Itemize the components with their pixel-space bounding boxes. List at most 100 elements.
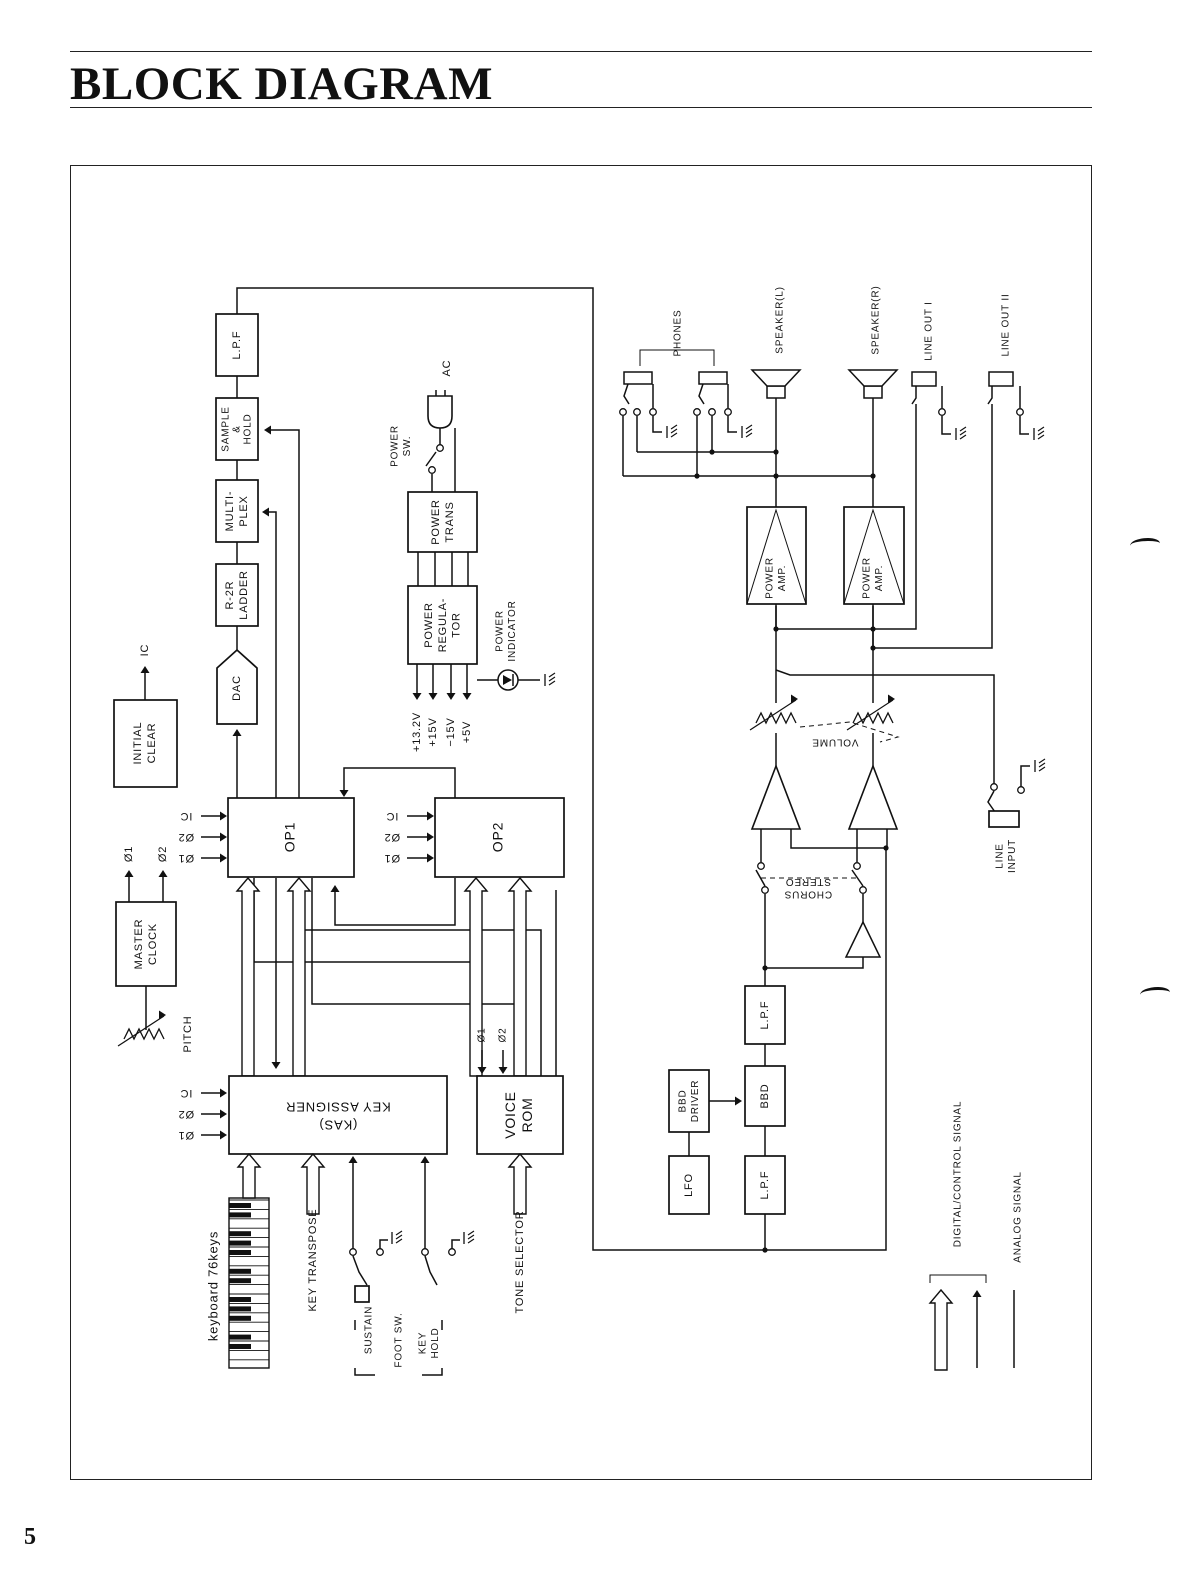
ground-symbol (1037, 430, 1045, 436)
junction-dot (883, 845, 889, 851)
power-switch-label: SW. (402, 436, 413, 457)
signal-wire (1019, 416, 1029, 435)
arrow-head (477, 1067, 487, 1074)
led-diode (503, 675, 512, 685)
volume-label: VOLUME (811, 736, 858, 747)
lfo-label: LFO (683, 1173, 695, 1197)
black-key (229, 1297, 251, 1302)
signal-wire (775, 669, 995, 778)
line-out-1-contact (911, 386, 917, 405)
key-hold-switch (424, 1255, 438, 1286)
ground-symbol (745, 428, 753, 434)
key-hold-label: KEY (417, 1332, 428, 1354)
phones-bracket (639, 349, 715, 366)
terminal-circle (708, 408, 716, 416)
terminal-circle (376, 1248, 384, 1256)
terminal-circle (990, 783, 998, 791)
stereo-chorus-label: STEREO (785, 876, 831, 887)
terminal-circle (1016, 408, 1024, 416)
black-key (229, 1306, 251, 1312)
phones-label: PHONES (673, 309, 684, 356)
power-trans-label: POWER (430, 499, 442, 545)
power-amp-l-symbol (746, 508, 807, 605)
power-amp-l-label: POWER (764, 557, 775, 599)
arrow-head (220, 853, 227, 863)
kas-input-label: Ø2 (178, 1108, 194, 1120)
op1-input-label: IC (180, 810, 193, 822)
black-key (229, 1250, 251, 1255)
op2-label: OP2 (490, 822, 506, 852)
foot-switch-label: FOOT SW. (394, 1312, 405, 1367)
binding-hole-mark (1140, 987, 1170, 1000)
phones-contact (698, 383, 705, 405)
black-key (229, 1212, 251, 1218)
stereo-chorus-label: CHORUS (784, 889, 832, 900)
black-key (229, 1344, 251, 1349)
arrow-head (446, 693, 456, 700)
voltage-label: +15V (427, 717, 439, 746)
arrow-head (339, 790, 349, 797)
volume-r (888, 694, 895, 704)
op2-input-label: Ø1 (384, 852, 400, 864)
legend-digital-bus-arrow (928, 1288, 954, 1371)
dac-block (216, 648, 258, 725)
key-assigner-bus-op1-b (286, 876, 312, 1077)
speaker-l (750, 369, 802, 387)
signal-wire (764, 957, 864, 986)
phones-jack-1 (623, 371, 653, 385)
ground-symbol (745, 424, 753, 430)
ground-symbol (959, 430, 967, 436)
arrow-head (124, 870, 134, 877)
master-clock-label: MASTER (133, 919, 145, 970)
terminal-circle (1017, 786, 1025, 794)
op1-input-label: Ø1 (178, 852, 194, 864)
ground-symbol (959, 434, 967, 440)
signal-wire (379, 1239, 388, 1250)
power-regulator-block (407, 585, 478, 665)
ic-label: IC (139, 644, 151, 657)
volume-l (755, 711, 797, 725)
phones-jack-2 (698, 371, 728, 385)
line-out-1-jack (911, 371, 937, 387)
signal-wire (253, 878, 477, 963)
terminal-circle (724, 408, 732, 416)
initial-clear-label: CLEAR (146, 723, 158, 764)
line-input-label: INPUT (1007, 839, 1018, 873)
ground-symbol (395, 1238, 403, 1244)
rom-phi1-label: Ø1 (477, 1028, 488, 1043)
power-regulator-label: TOR (451, 612, 463, 637)
volume-l (749, 699, 797, 731)
page-number: 5 (24, 1524, 36, 1550)
signal-wire (422, 1368, 443, 1376)
sustain-jack (354, 1285, 370, 1303)
voice-rom-bus-op2 (463, 876, 489, 1077)
ground-symbol (1037, 434, 1045, 440)
preamp-r (847, 763, 899, 830)
initial-clear-label: INITIAL (132, 722, 144, 765)
phones-contact (623, 383, 630, 405)
rom-phi2-label: Ø2 (498, 1028, 509, 1043)
bbd-driver-label: BBD (677, 1090, 688, 1113)
multiplex-label: MULTI- (224, 491, 236, 532)
black-key (229, 1231, 251, 1237)
key-assigner-block (228, 1075, 448, 1155)
line-out-1-label: LINE OUT I (924, 301, 935, 361)
line-input-jack (988, 810, 1020, 828)
legend-control-arrow (972, 1290, 982, 1297)
arrow-head (220, 1130, 227, 1140)
lpf-label: L.P.F (759, 1171, 771, 1200)
ground-symbol (745, 432, 753, 438)
key-assigner-bus-op1 (235, 876, 261, 1077)
r2r-label: LADDER (238, 570, 250, 619)
black-key (229, 1240, 251, 1246)
terminal-circle (853, 862, 861, 870)
r2r-block (215, 563, 259, 627)
power-trans-block (407, 491, 478, 553)
keyboard-label: keyboard 76keys (205, 1231, 220, 1341)
arrow-head (330, 885, 340, 892)
line-out-2-label: LINE OUT II (1001, 293, 1012, 356)
pitch-resistor (159, 1010, 166, 1020)
speaker-l (766, 385, 786, 399)
arrow-head (428, 693, 438, 700)
speaker-r (847, 369, 899, 387)
